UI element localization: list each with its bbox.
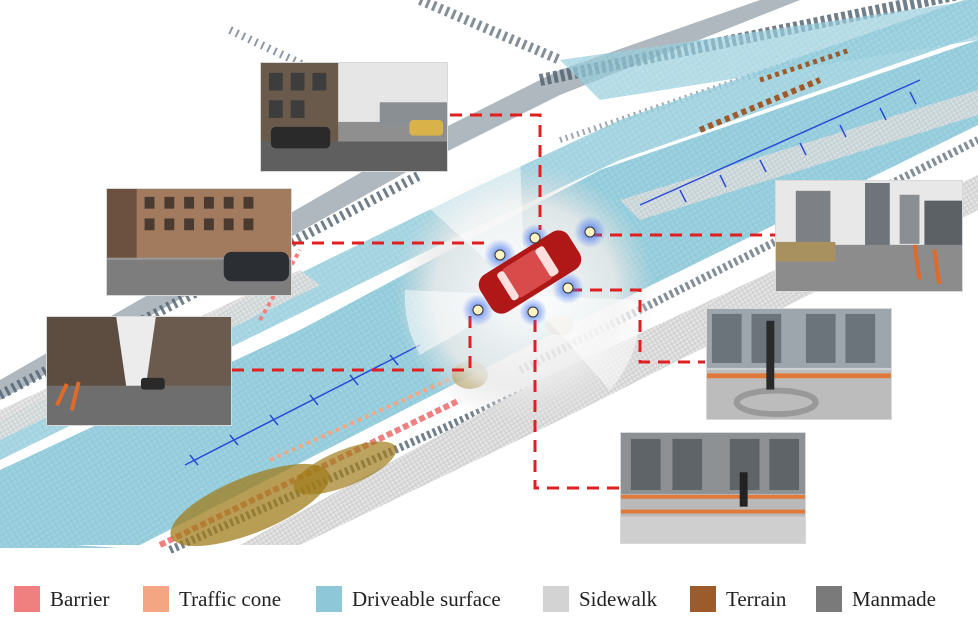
legend-label: Driveable surface: [352, 586, 501, 611]
legend-swatch: [316, 586, 342, 612]
legend-label: Barrier: [50, 586, 110, 611]
legend-swatch: [143, 586, 169, 612]
legend-item-traffic-cone: Traffic cone: [143, 584, 281, 614]
legend-swatch: [543, 586, 569, 612]
legend-label: Manmade: [852, 586, 936, 611]
legend-label: Terrain: [726, 586, 787, 611]
camera-back-right-image: [620, 432, 806, 544]
camera-front-left-image: [260, 62, 448, 172]
legend-swatch: [816, 586, 842, 612]
legend-item-manmade: Manmade: [816, 584, 936, 614]
legend-label: Sidewalk: [579, 586, 658, 611]
legend-item-barrier: Barrier: [14, 584, 109, 614]
camera-right-image: [706, 308, 892, 420]
legend: Barrier Traffic cone Driveable surface S…: [0, 572, 978, 618]
semantic-occupancy-map: [0, 0, 978, 554]
legend-item-driveable-surface: Driveable surface: [316, 584, 501, 614]
ego-vehicle: [462, 216, 606, 326]
terrain-points: [698, 47, 851, 133]
legend-item-terrain: Terrain: [690, 584, 786, 614]
camera-back-left-image: [46, 316, 232, 426]
trajectory: [184, 79, 921, 466]
camera-front-right-image: [775, 180, 963, 292]
legend-swatch: [690, 586, 716, 612]
occupancy-scene: [0, 0, 978, 554]
legend-swatch: [14, 586, 40, 612]
legend-item-sidewalk: Sidewalk: [543, 584, 657, 614]
connector-lines: [232, 113, 775, 490]
camera-left-image: [106, 188, 292, 296]
legend-label: Traffic cone: [179, 586, 282, 611]
